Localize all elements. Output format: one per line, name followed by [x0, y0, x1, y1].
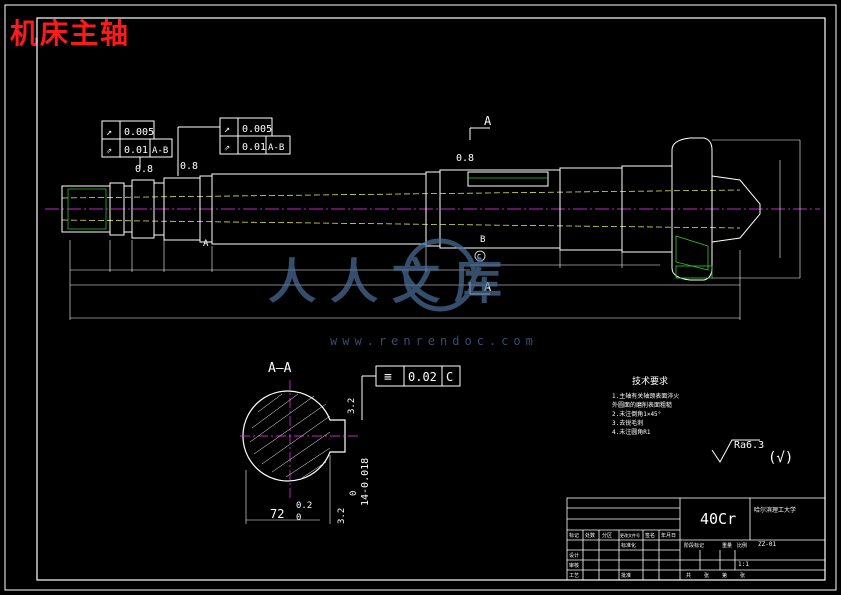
section-cut-label-bottom: A	[484, 280, 492, 294]
roughness-general: Ra6.3	[734, 440, 764, 451]
watermark-text: 人人文库	[268, 254, 516, 310]
roughness-1: 0.8	[135, 164, 153, 175]
bore-hidden-top	[61, 189, 741, 199]
section-title: A—A	[268, 361, 292, 376]
page-title: 机床主轴	[10, 17, 131, 50]
dim-key-upper: 0	[349, 491, 359, 496]
roughness-other: (√)	[768, 450, 793, 466]
tech-req-item-4: 3.去锐毛刺	[612, 419, 643, 427]
gdt-right-runout-icon: ↗	[224, 124, 230, 135]
flange-base-hatch	[675, 265, 713, 279]
title-std: 标准化	[621, 542, 636, 549]
dim-width-tol-lower: 0	[296, 513, 301, 523]
gdt-right-datum: A-B	[268, 143, 284, 153]
title-weight: 重量	[722, 542, 732, 549]
dim-small: 3.2	[337, 508, 347, 524]
tech-req-item-1: 1.主轴有关轴颈表面淬火	[612, 392, 679, 400]
outer-border	[4, 4, 837, 591]
watermark: 人人文库 www.renrendoc.com	[268, 238, 538, 348]
gdt-right-total: 0.01	[242, 142, 266, 153]
tech-req-heading: 技术要求	[632, 375, 668, 387]
symmetry-frame	[361, 365, 461, 420]
section-cut-label-top: A	[484, 114, 492, 128]
title-row-0: 设计	[569, 552, 579, 559]
symmetry-value: 0.02	[408, 370, 437, 384]
shaft-seg-1-thread	[67, 188, 107, 230]
gdt-left-runout: 0.005	[124, 127, 154, 138]
title-stage: 阶段标记	[684, 542, 704, 549]
title-scale-label: 比例	[737, 542, 747, 549]
keyway-outline	[467, 171, 549, 187]
section-view	[240, 380, 360, 500]
gdt-left-runout-icon: ↗	[106, 127, 112, 138]
tech-req-item-2: 外圆面的磨削表面粗糙	[612, 401, 672, 409]
flange-hatch	[675, 235, 709, 271]
gdt-frame-left	[101, 120, 173, 168]
tech-req-item-5: 4.未注圆角R1	[612, 428, 651, 436]
roughness-symbol	[711, 439, 760, 463]
datum-a-label: A	[203, 239, 209, 249]
title-row-1: 审核	[569, 562, 579, 569]
datum-c-label: C	[477, 253, 481, 261]
title-row-2: 工艺	[569, 573, 579, 579]
gdt-left-datum: A-B	[152, 146, 168, 156]
title-material: 40Cr	[700, 510, 736, 528]
gdt-right-runout: 0.005	[242, 124, 272, 135]
title-sheet-2: 第	[722, 572, 727, 579]
dim-key-lower: 14-0.018	[360, 458, 371, 506]
title-scale: 1:1	[738, 561, 749, 568]
dim-width: 72	[270, 507, 284, 521]
gdt-left-total-icon: ⇗	[106, 145, 112, 156]
roughness-2: 0.8	[180, 161, 198, 172]
roughness-3: 0.8	[456, 153, 474, 164]
title-label-3: 更改文件号	[620, 532, 640, 538]
watermark-url: www.renrendoc.com	[330, 334, 538, 348]
title-approve: 批准	[621, 572, 631, 579]
title-sheet-3: 张	[740, 572, 745, 579]
gdt-left-total: 0.01	[124, 145, 148, 156]
inner-border	[36, 17, 826, 581]
spindle-main-view	[45, 127, 820, 320]
dim-side: 3.2	[347, 398, 357, 414]
watermark-logo-ring	[403, 238, 477, 312]
gdt-frame-right	[177, 117, 291, 176]
flange-inner	[711, 175, 761, 243]
title-block	[566, 497, 826, 581]
symmetry-icon: ≡	[384, 370, 392, 385]
title-sheet-1: 张	[704, 572, 709, 579]
datum-c-marker	[474, 250, 486, 262]
datum-b-label: B	[480, 235, 485, 245]
section-hatch	[249, 393, 331, 479]
title-label-0: 标记	[569, 532, 579, 539]
title-label-2: 分区	[602, 532, 612, 539]
bore-hidden-bottom	[61, 219, 741, 229]
title-school: 哈尔滨理工大学	[754, 506, 796, 514]
gdt-right-total-icon: ⇗	[224, 142, 230, 153]
title-sheet-0: 共	[686, 572, 691, 579]
symmetry-datum: C	[446, 370, 453, 384]
title-drawing-no: ZZ-01	[758, 541, 776, 548]
title-label-5: 年月日	[661, 532, 676, 539]
tech-req-item-3: 2.未注倒角1×45°	[612, 410, 661, 418]
dim-width-tol-upper: 0.2	[296, 501, 312, 511]
title-label-1: 处数	[585, 532, 595, 539]
title-label-4: 签名	[645, 532, 655, 539]
